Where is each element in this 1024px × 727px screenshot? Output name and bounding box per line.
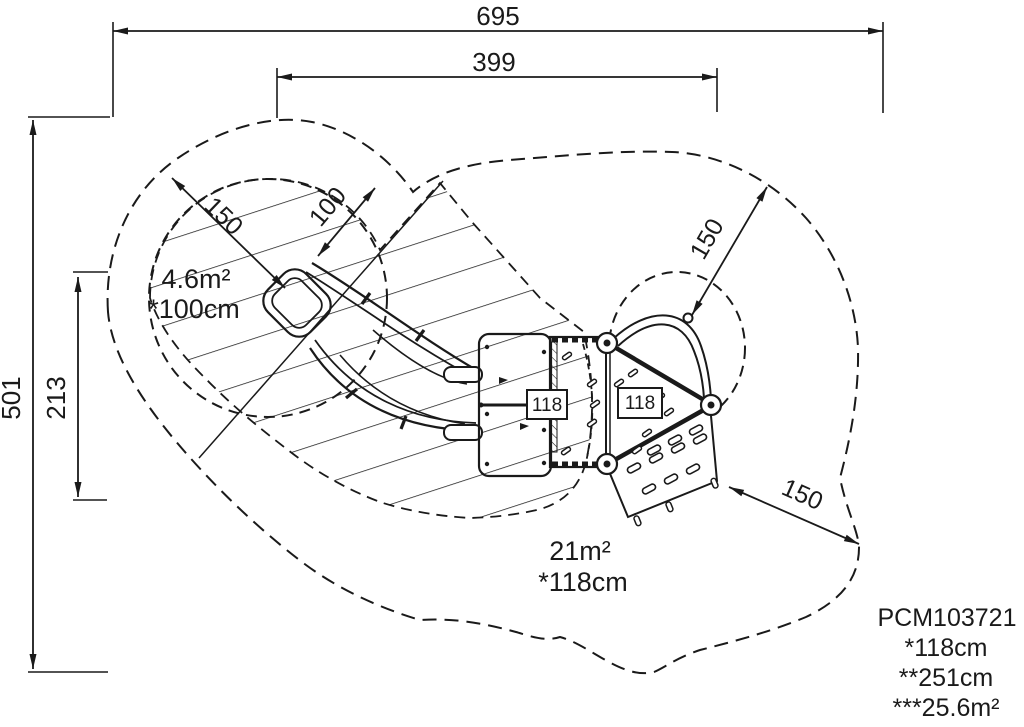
extension-lines — [28, 22, 884, 673]
panel-mark-2 — [520, 423, 529, 430]
dim-text-399: 399 — [472, 47, 515, 77]
slide-zone-height: *100cm — [148, 294, 240, 324]
platform-slots — [560, 351, 601, 456]
platform-posts — [595, 331, 723, 476]
triangle-platform — [595, 312, 723, 527]
dim-line-150-top-left — [171, 177, 286, 289]
legend-block: PCM103721 *118cm **251cm ***25.6m² — [878, 604, 1017, 722]
ramp-footholds — [626, 424, 708, 495]
slide-sleeve-upper — [443, 366, 483, 383]
platform-height-right: 118 — [625, 393, 655, 414]
dim-text-150-bottom-right: 150 — [778, 473, 828, 516]
legend-total-area: ***25.6m² — [893, 694, 1000, 722]
height-label-right: 118 — [617, 387, 663, 419]
dim-line-100 — [317, 187, 376, 257]
slide-sleeve-lower — [443, 424, 483, 441]
slide-bed-curve-2 — [339, 354, 466, 425]
main-zone-area: 21m² — [549, 536, 611, 566]
handrail-arch — [612, 312, 712, 400]
platform-height-left: 118 — [532, 395, 562, 416]
dim-text-501: 501 — [0, 376, 26, 419]
impact-zone-hatch — [149, 178, 593, 519]
dim-line-150-bottom-right — [728, 486, 860, 545]
panel-screws — [484, 344, 547, 467]
handrail-knob — [682, 312, 694, 324]
dim-text-695: 695 — [476, 1, 519, 31]
slide-rail-joints — [344, 292, 426, 430]
slide-zone-area: 4.6m² — [161, 264, 230, 294]
slide-rail-upper — [311, 262, 479, 372]
dim-text-150-top-right: 150 — [685, 214, 730, 264]
panel-mark-1 — [499, 377, 508, 384]
zone-boundary-arc — [582, 343, 594, 463]
dim-text-213: 213 — [41, 376, 71, 419]
dimension-lines — [29, 27, 883, 669]
ramp-feet — [633, 477, 719, 527]
triangle-edges — [605, 343, 711, 464]
main-zone-height: *118cm — [538, 567, 628, 597]
product-code: PCM103721 — [878, 604, 1017, 632]
main-zone-annotation: 21m² *118cm — [538, 536, 628, 597]
legend-total-height: **251cm — [899, 664, 994, 692]
slide-zone-annotation: 4.6m² *100cm — [148, 264, 240, 324]
height-label-left: 118 — [478, 389, 568, 420]
climbing-ramp — [604, 403, 719, 527]
dim-line-150-top-right — [691, 186, 768, 316]
legend-fall-height: *118cm — [905, 634, 988, 662]
construction-line — [198, 180, 444, 459]
